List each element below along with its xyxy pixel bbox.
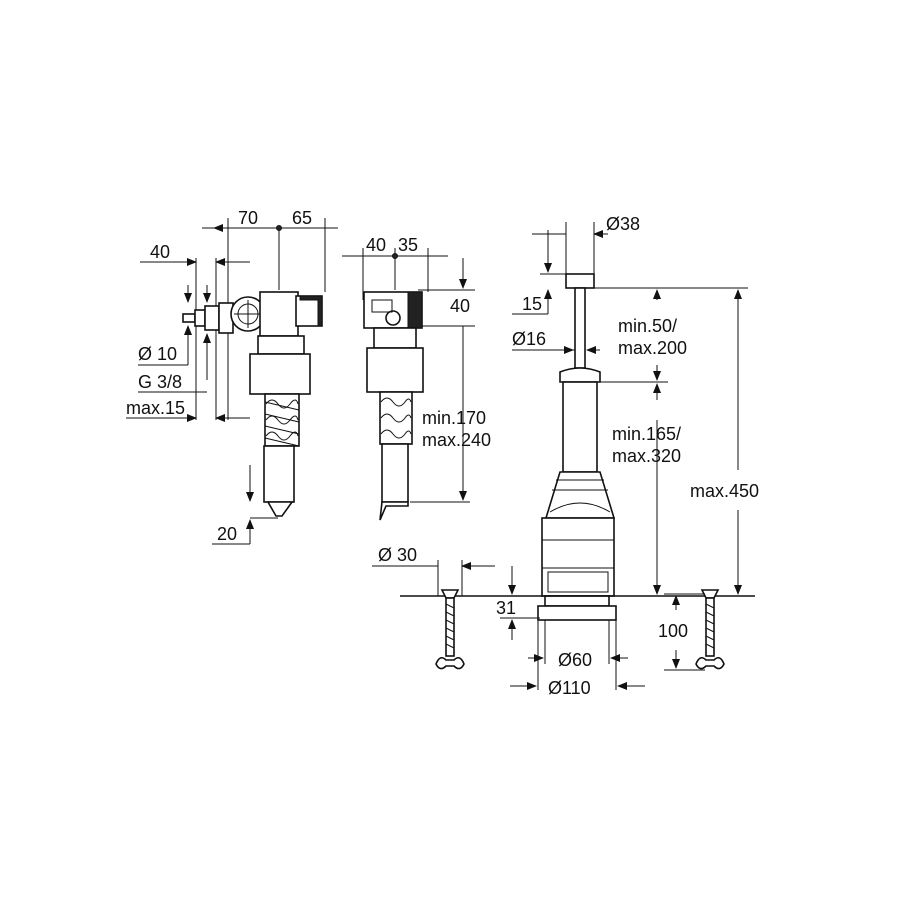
stroke-max-label: max.200 <box>618 338 687 358</box>
flush-height-max-label: max.320 <box>612 446 681 466</box>
overall-max-label: max.450 <box>690 481 759 501</box>
dim-label-70: 70 <box>238 208 258 228</box>
dim-label-phi10: Ø 10 <box>138 344 177 364</box>
fill-valve-front-view <box>342 248 475 521</box>
stroke-min-label: min.50/ <box>618 316 677 336</box>
dim-label-65: 65 <box>292 208 312 228</box>
fill-valve-side-view <box>126 218 338 545</box>
fill-height-max-label: max.240 <box>422 430 491 450</box>
dim-label-40-front: 40 <box>366 235 386 255</box>
dim-label-40-side: 40 <box>150 242 170 262</box>
fill-height-min-label: min.170 <box>422 408 486 428</box>
dim-label-phi110: Ø110 <box>548 678 591 698</box>
dim-label-15: 15 <box>522 294 542 314</box>
flush-height-min-label: min.165/ <box>612 424 681 444</box>
dim-label-phi30: Ø 30 <box>378 545 417 565</box>
dim-label-g38: G 3/8 <box>138 372 182 392</box>
flush-valve-view <box>372 222 755 690</box>
dim-label-100: 100 <box>658 621 688 641</box>
dim-label-phi38: Ø38 <box>606 214 640 234</box>
dim-label-phi16: Ø16 <box>512 329 546 349</box>
dimension-labels: 70 65 40 Ø 10 G 3/8 max.15 20 40 35 40 m… <box>126 208 759 698</box>
dim-label-20: 20 <box>217 524 237 544</box>
dim-label-31: 31 <box>496 598 516 618</box>
dim-label-40-head: 40 <box>450 296 470 316</box>
dim-label-max15: max.15 <box>126 398 185 418</box>
dim-label-phi60: Ø60 <box>558 650 592 670</box>
dim-label-35: 35 <box>398 235 418 255</box>
